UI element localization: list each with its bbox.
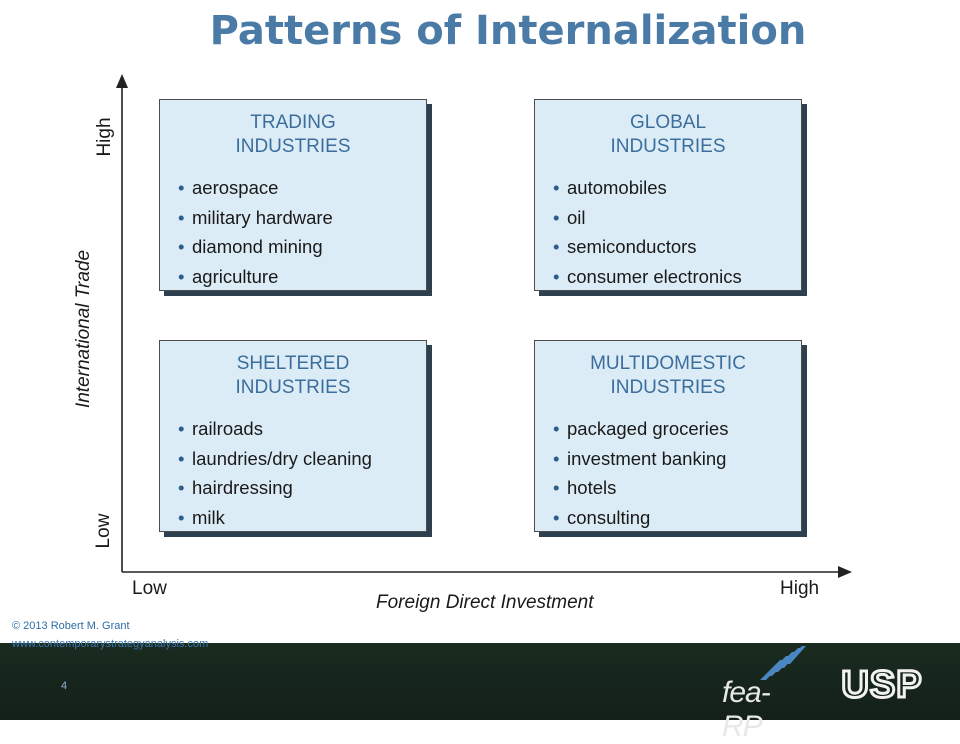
website-link[interactable]: www.contemporarystrategyanalysis.com [12,638,209,650]
x-axis-arrow [838,566,852,578]
quadrant-title: GLOBAL INDUSTRIES [610,112,726,157]
y-axis-arrow [116,74,128,88]
x-axis-title: Foreign Direct Investment [376,592,594,613]
list-item: •semiconductors [553,236,697,257]
list-item: •oil [553,206,586,228]
quadrant-trading: TRADING INDUSTRIES •aerospace •military … [159,99,427,291]
list-item: •consulting [553,506,651,528]
x-axis-high-label: High [780,578,820,599]
list-item: •military hardware [178,206,333,228]
list-item: •diamond mining [178,236,323,257]
quadrant-title: SHELTERED INDUSTRIES [235,353,351,398]
copyright-text: © 2013 Robert M. Grant [12,620,130,632]
page-title: Patterns of Internalization [209,8,807,54]
list-item: •railroads [178,418,263,439]
quadrant-list: •packaged groceries •investment banking … [535,414,801,532]
list-item: •hotels [553,477,617,498]
page-number: 4 [61,680,68,692]
list-item: •laundries/dry cleaning [178,447,372,469]
quadrant-list: •automobiles •oil •semiconductors •consu… [535,173,801,291]
list-item: •automobiles [553,177,667,198]
y-axis-title: International Trade [73,249,94,409]
axes [116,74,852,578]
list-item: •agriculture [178,265,279,287]
quadrant-list: •aerospace •military hardware •diamond m… [160,173,426,291]
quadrant-multidomestic: MULTIDOMESTIC INDUSTRIES •packaged groce… [534,340,802,532]
usp-logo: USP [840,663,923,708]
y-axis-low-label: Low [93,513,114,549]
list-item: •packaged groceries [553,418,729,439]
list-item: •hairdressing [178,477,293,498]
quadrant-sheltered: SHELTERED INDUSTRIES •railroads •laundri… [159,340,427,532]
quadrant-title: MULTIDOMESTIC INDUSTRIES [590,353,746,398]
list-item: •consumer electronics [553,265,742,287]
quadrant-list: •railroads •laundries/dry cleaning •hair… [160,414,426,532]
y-axis-high-label: High [94,117,115,157]
x-axis-low-label: Low [132,578,167,599]
list-item: •aerospace [178,177,279,198]
fea-rp-logo: fea-RP [722,646,808,743]
fea-rp-logo-text: fea-RP [722,676,771,743]
list-item: •milk [178,506,225,528]
quadrant-title: TRADING INDUSTRIES [235,112,351,157]
fea-stripes-icon [760,646,806,680]
footer-bar [0,643,960,720]
usp-logo-text: USP [841,664,922,706]
list-item: •investment banking [553,447,727,469]
quadrant-global: GLOBAL INDUSTRIES •automobiles •oil •sem… [534,99,802,291]
